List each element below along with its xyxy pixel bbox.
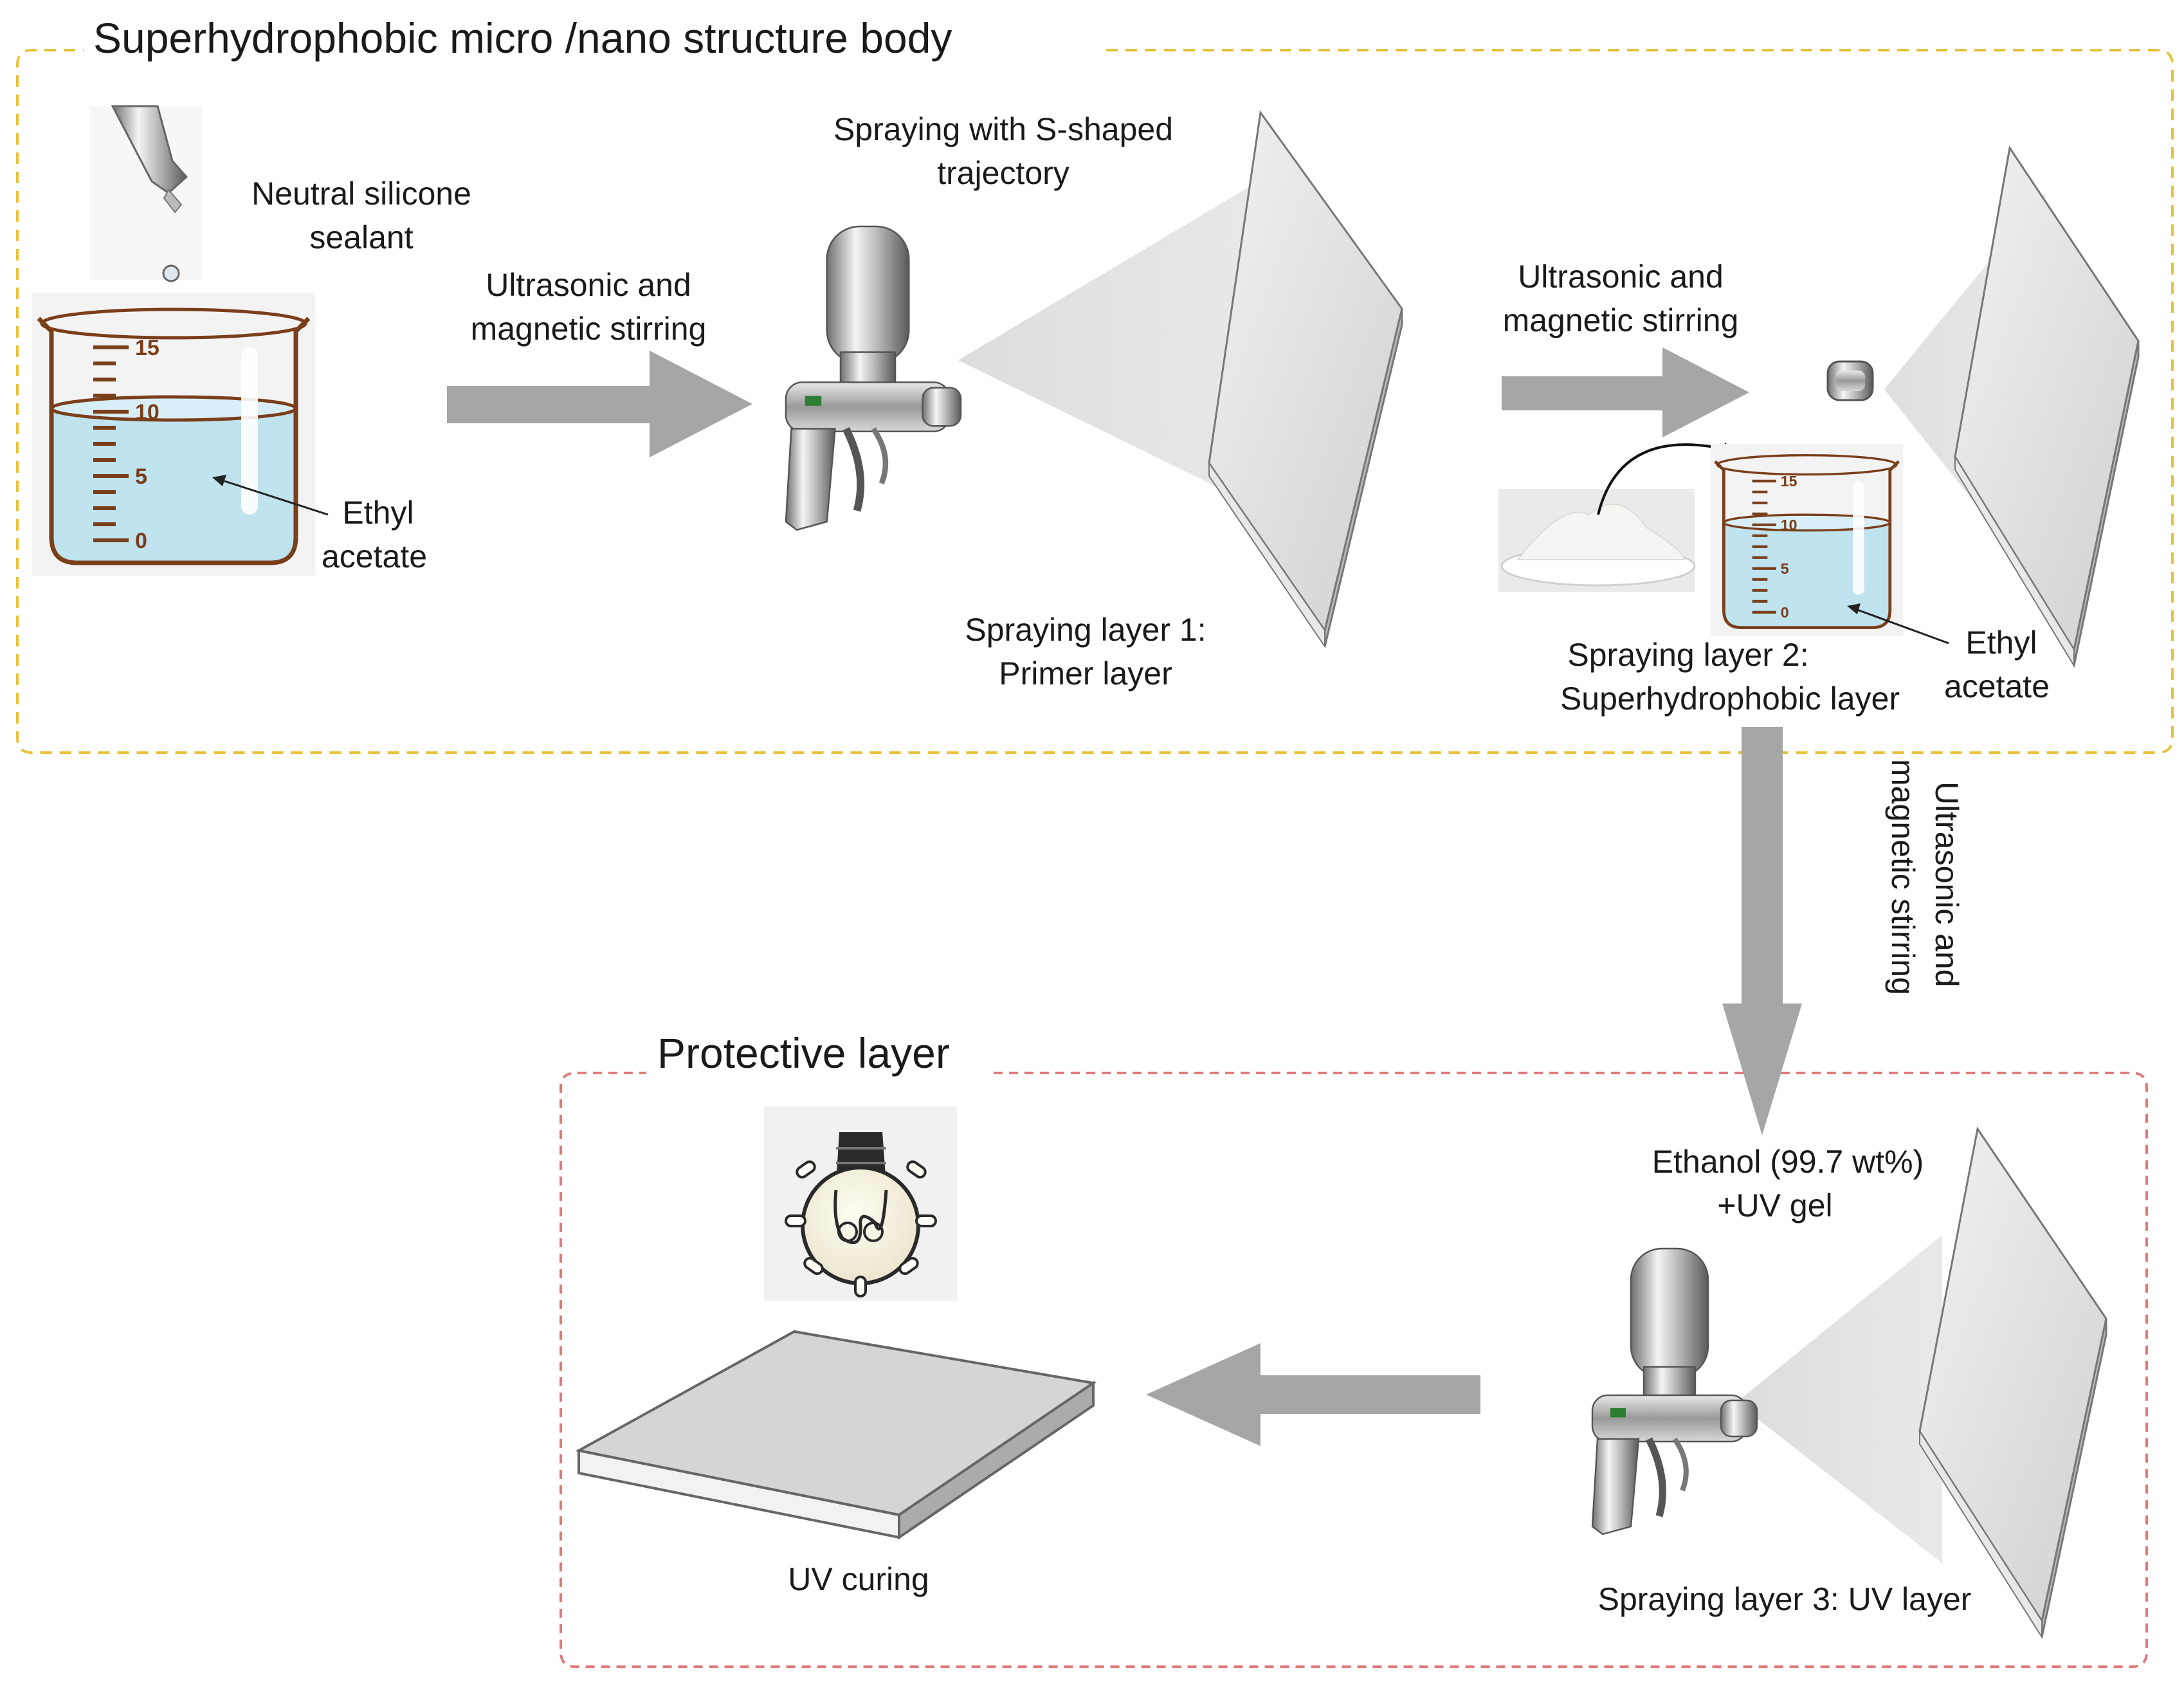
spray-gun-3 bbox=[1592, 1249, 1757, 1534]
ethyl-acetate-2-pointer bbox=[1852, 607, 1949, 645]
beaker-1-tick-10: 10 bbox=[135, 400, 159, 425]
beaker-1-tick-15: 15 bbox=[135, 336, 159, 360]
dropper-icon bbox=[90, 105, 203, 282]
label-ethanol-line1: Ethanol (99.7 wt%) bbox=[1652, 1144, 1924, 1180]
label-stir-2-line1: Ultrasonic and bbox=[1518, 259, 1724, 295]
label-uv-curing: UV curing bbox=[788, 1561, 929, 1597]
beaker-2-scale bbox=[1752, 479, 1777, 614]
label-neutral-silicone-2: sealant bbox=[309, 219, 413, 255]
label-layer-1-line1: Spraying layer 1: bbox=[965, 612, 1206, 648]
label-stir-3-line1: Ultrasonic and bbox=[1929, 782, 1965, 987]
bottom-section-title: Protective layer bbox=[657, 1029, 950, 1077]
label-ethyl-1: Ethyl bbox=[342, 495, 414, 531]
target-plate-1 bbox=[1208, 110, 1403, 649]
arrow-stir-1 bbox=[447, 351, 752, 457]
beaker-2-tick-10: 10 bbox=[1781, 517, 1797, 533]
label-acetate-2: acetate bbox=[1944, 668, 2050, 704]
label-layer-2-line1: Spraying layer 2: bbox=[1567, 637, 1808, 673]
beaker-2-tick-15: 15 bbox=[1781, 473, 1797, 490]
light-bulb-icon bbox=[764, 1106, 957, 1301]
label-spray-trajectory-2: trajectory bbox=[937, 155, 1069, 191]
beaker-1-tick-0: 0 bbox=[135, 529, 147, 553]
label-stir-3-line2: magnetic stirring bbox=[1885, 759, 1921, 995]
target-plate-2 bbox=[1954, 145, 2140, 668]
label-neutral-silicone-1: Neutral silicone bbox=[251, 176, 471, 212]
small-spray-nozzle bbox=[1826, 360, 1874, 401]
spray-cone-1 bbox=[958, 180, 1260, 508]
cured-plate bbox=[575, 1330, 1097, 1540]
arrow-stir-2 bbox=[1502, 347, 1749, 437]
spray-cone-3 bbox=[1736, 1235, 1942, 1563]
label-acetate-1: acetate bbox=[322, 538, 427, 574]
beaker-1-scale bbox=[93, 345, 129, 542]
label-stir-1-line2: magnetic stirring bbox=[471, 311, 707, 347]
spray-gun-1 bbox=[786, 226, 961, 530]
top-section-border bbox=[16, 49, 2174, 754]
label-layer-2-line2: Superhydrophobic layer bbox=[1560, 681, 1900, 717]
beaker-2-tick-5: 5 bbox=[1781, 560, 1789, 577]
powder-transfer-arrow bbox=[1597, 443, 1731, 515]
ethyl-acetate-1-pointer bbox=[218, 478, 329, 516]
label-ethanol-line2: +UV gel bbox=[1717, 1187, 1832, 1223]
powder-image bbox=[1498, 489, 1696, 592]
label-stir-1-line1: Ultrasonic and bbox=[486, 267, 691, 303]
beaker-1-tick-5: 5 bbox=[135, 464, 147, 489]
beaker-1: 15 10 5 0 bbox=[32, 293, 315, 576]
beaker-2: 15 10 5 0 bbox=[1711, 444, 1904, 637]
label-ethyl-2: Ethyl bbox=[1965, 625, 2037, 661]
label-spray-trajectory-1: Spraying with S-shaped bbox=[833, 111, 1173, 147]
label-layer-1-line2: Primer layer bbox=[999, 655, 1172, 692]
arrow-to-curing bbox=[1146, 1343, 1480, 1446]
beaker-2-tick-0: 0 bbox=[1781, 604, 1789, 621]
arrow-stir-3 bbox=[1722, 727, 1802, 1135]
label-layer-3: Spraying layer 3: UV layer bbox=[1598, 1581, 1972, 1617]
target-plate-3 bbox=[1918, 1126, 2107, 1640]
label-stir-2-line2: magnetic stirring bbox=[1503, 302, 1739, 338]
top-section-title: Superhydrophobic micro /nano structure b… bbox=[93, 14, 952, 62]
